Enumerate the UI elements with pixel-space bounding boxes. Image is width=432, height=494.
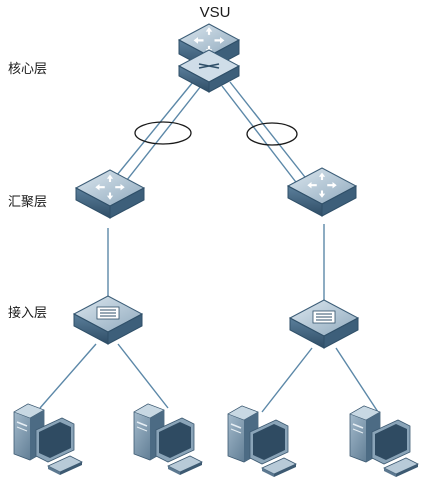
link-access-left-to-pc-2 bbox=[117, 343, 169, 409]
desktop-computer-icon-4 bbox=[349, 405, 419, 478]
core-layer-label: 核心层 bbox=[8, 62, 48, 77]
desktop-computer-icon-2 bbox=[133, 403, 203, 476]
core-switch-icon bbox=[177, 23, 241, 93]
aggregation-switch-left-icon bbox=[75, 169, 145, 219]
link-access-left-to-pc-1 bbox=[39, 343, 97, 409]
link-core-to-agg-right-a bbox=[229, 81, 313, 187]
link-aggregation-ring-right bbox=[246, 122, 298, 146]
link-core-to-agg-left-b bbox=[118, 85, 202, 191]
access-switch-left-icon bbox=[73, 295, 143, 345]
access-layer-label: 接入层 bbox=[8, 306, 48, 321]
aggregation-switch-right-icon bbox=[287, 167, 357, 217]
link-core-to-agg-left-a bbox=[107, 81, 194, 187]
desktop-computer-icon-3 bbox=[227, 405, 297, 478]
desktop-computer-icon-1 bbox=[13, 403, 83, 476]
access-switch-right-icon bbox=[289, 299, 359, 349]
link-access-right-to-pc-4 bbox=[335, 347, 379, 413]
link-access-right-to-pc-3 bbox=[261, 347, 313, 413]
aggregation-layer-label: 汇聚层 bbox=[8, 195, 48, 210]
link-core-to-agg-right-b bbox=[221, 85, 303, 191]
network-links bbox=[39, 81, 379, 413]
vsu-label: VSU bbox=[199, 4, 231, 21]
link-aggregation-ring-left bbox=[134, 121, 192, 145]
